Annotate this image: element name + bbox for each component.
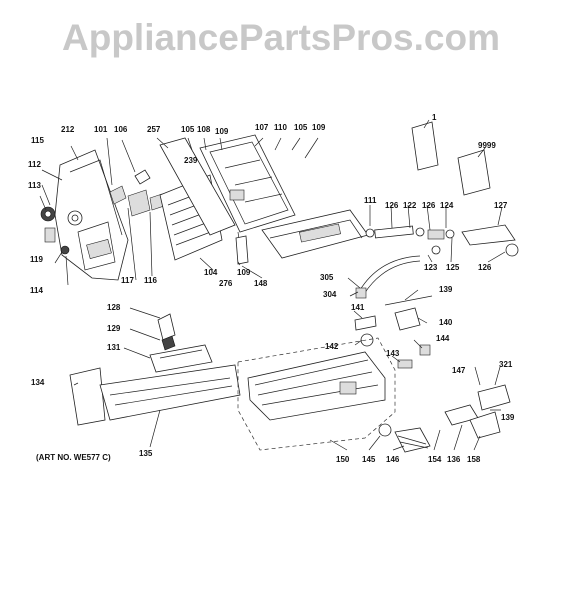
callout-label: 145 (362, 455, 376, 464)
callout-label: 107 (255, 123, 269, 132)
callout-label: 142 (325, 342, 339, 351)
callout-label: 126 (422, 201, 436, 210)
callout-label: 276 (219, 279, 233, 288)
callout-label: 124 (440, 201, 454, 210)
callout-label: 109 (237, 268, 251, 277)
art-number-note: (ART NO. WE577 C) (36, 453, 111, 462)
callout-label: 257 (147, 125, 161, 134)
callout-label: 134 (31, 378, 45, 387)
callout-label: 113 (28, 181, 41, 190)
callout-label: 136 (447, 455, 461, 464)
callout-label: 212 (61, 125, 75, 134)
callout-label: 127 (494, 201, 508, 210)
callout-label: 126 (478, 263, 492, 272)
callout-label: 128 (107, 303, 121, 312)
callout-labels: 1 9999 115 212 101 106 257 105 108 109 1… (28, 113, 515, 464)
callout-label: 139 (439, 285, 453, 294)
callout-label: 115 (31, 136, 44, 145)
callout-label: 112 (28, 160, 41, 169)
callout-label: 119 (30, 255, 43, 264)
callout-label: 143 (386, 349, 400, 358)
callout-label: 109 (312, 123, 326, 132)
callout-label: 116 (144, 276, 157, 285)
callout-label: 123 (424, 263, 438, 272)
callout-label: 140 (439, 318, 453, 327)
callout-label: 9999 (478, 141, 496, 150)
callout-label: 126 (385, 201, 399, 210)
callout-label: 108 (197, 125, 211, 134)
hose-set (355, 224, 519, 299)
callout-label: 101 (94, 125, 108, 134)
callout-label: 129 (107, 324, 121, 333)
callout-label: 111 (364, 196, 377, 205)
watermark-logo: AppliancePartsPros.com (62, 17, 500, 58)
callout-label: 1 (432, 113, 437, 122)
callout-label: 106 (114, 125, 128, 134)
drain-hose (378, 384, 511, 453)
callout-label: 147 (452, 366, 466, 375)
manual-sheets (411, 121, 491, 196)
callout-label: 114 (30, 286, 43, 295)
leader-lines (39, 119, 506, 451)
callout-label: 104 (204, 268, 218, 277)
callout-label: 105 (294, 123, 308, 132)
callout-label: 105 (181, 125, 195, 134)
callout-label: 117 (121, 276, 134, 285)
callout-label: 148 (254, 279, 268, 288)
dispenser-parts (69, 313, 241, 426)
top-frame (159, 134, 296, 265)
callout-label: 110 (274, 123, 287, 132)
callout-label: 135 (139, 449, 153, 458)
callout-label: 109 (215, 127, 229, 136)
callout-label: 154 (428, 455, 442, 464)
assembly-boundary (237, 337, 396, 451)
valve-parts (354, 295, 433, 369)
callout-label: 144 (436, 334, 450, 343)
callout-label: 304 (323, 290, 337, 299)
callout-label: 141 (351, 303, 365, 312)
callout-label: 158 (467, 455, 481, 464)
callout-label: 122 (403, 201, 417, 210)
callout-label: 146 (386, 455, 400, 464)
dispenser-tray (261, 209, 369, 259)
callout-label: 125 (446, 263, 460, 272)
callout-label: 239 (184, 156, 198, 165)
callout-label: 139 (501, 413, 515, 422)
callout-label: 131 (107, 343, 121, 352)
callout-label: 150 (336, 455, 350, 464)
tub-assembly (247, 351, 386, 421)
callout-label: 305 (320, 273, 334, 282)
callout-label: 321 (499, 360, 513, 369)
